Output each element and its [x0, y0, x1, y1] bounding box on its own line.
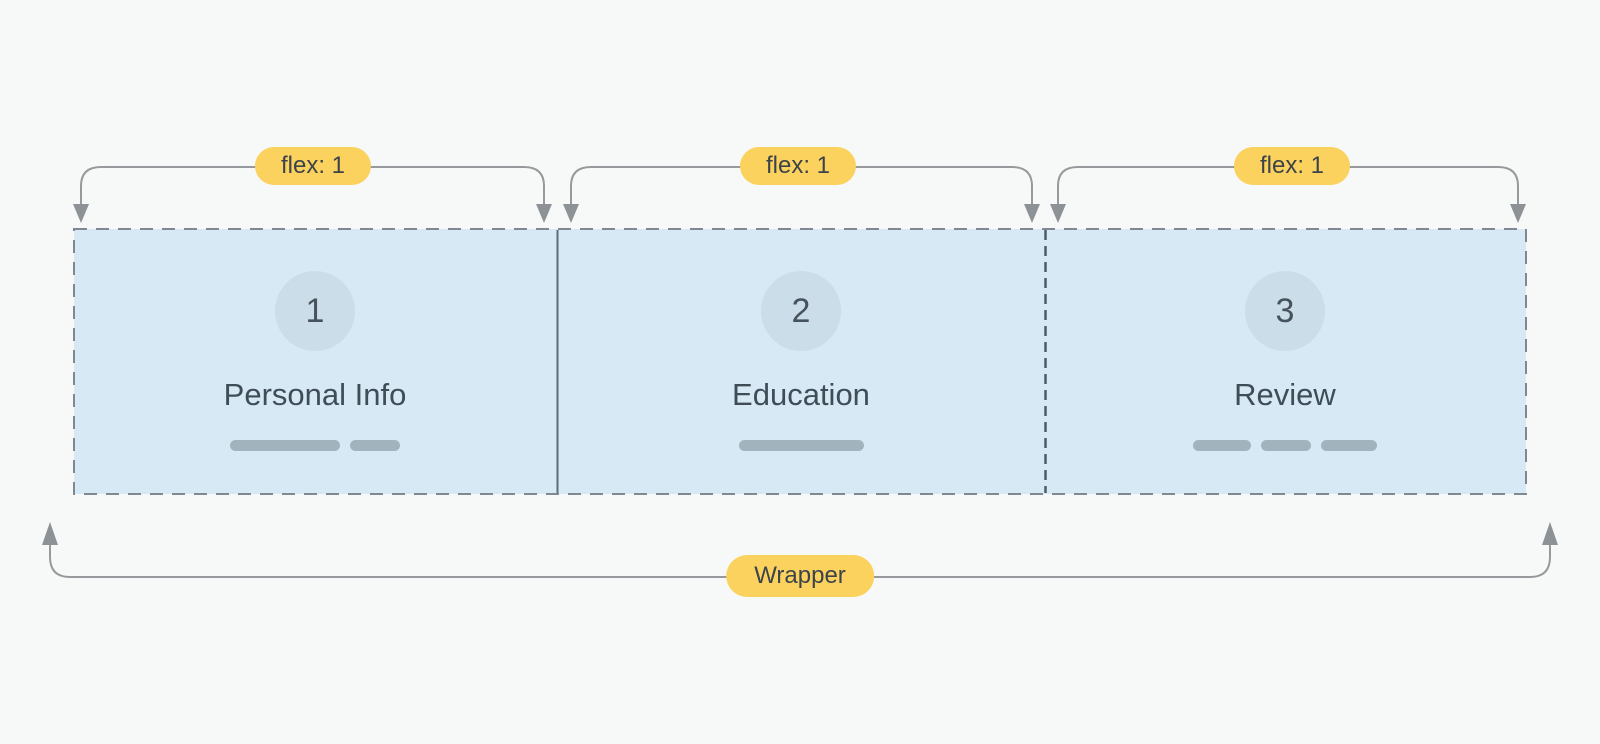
skeleton-bar [738, 440, 864, 451]
step-title: Personal Info [223, 377, 407, 412]
arrow-up-icon [42, 522, 58, 545]
arrow-down-icon [563, 204, 579, 223]
arrow-down-icon [536, 204, 552, 223]
skeleton-bar [230, 440, 340, 451]
arrow-up-icon [1542, 522, 1558, 545]
step-panel-personal-info: 1 Personal Info [73, 228, 557, 495]
step-panel-review: 3 Review [1045, 228, 1525, 495]
flex-1-badge: flex: 1 [739, 147, 857, 185]
step-number-circle: 3 [1245, 271, 1325, 351]
skeleton-bar [1321, 440, 1377, 451]
step-number: 2 [791, 291, 811, 330]
flex-1-badge: flex: 1 [1233, 147, 1351, 185]
skeleton-bar [350, 440, 400, 451]
wrapper-badge: Wrapper [726, 555, 874, 597]
arrow-down-icon [73, 204, 89, 223]
arrow-down-icon [1510, 204, 1526, 223]
step-title: Review [1234, 377, 1336, 412]
step-number: 1 [305, 291, 325, 330]
flex-1-badge: flex: 1 [254, 147, 372, 185]
skeleton-bars-row [230, 440, 400, 451]
step-title: Education [732, 377, 870, 412]
arrow-down-icon [1050, 204, 1066, 223]
skeleton-bar [1193, 440, 1251, 451]
skeleton-bars-row [1193, 440, 1377, 451]
step-number-circle: 1 [275, 271, 355, 351]
step-number: 3 [1275, 291, 1295, 330]
step-number-circle: 2 [761, 271, 841, 351]
skeleton-bars-row [738, 440, 864, 451]
step-panel-education: 2 Education [557, 228, 1045, 495]
skeleton-bar [1261, 440, 1311, 451]
arrow-down-icon [1024, 204, 1040, 223]
